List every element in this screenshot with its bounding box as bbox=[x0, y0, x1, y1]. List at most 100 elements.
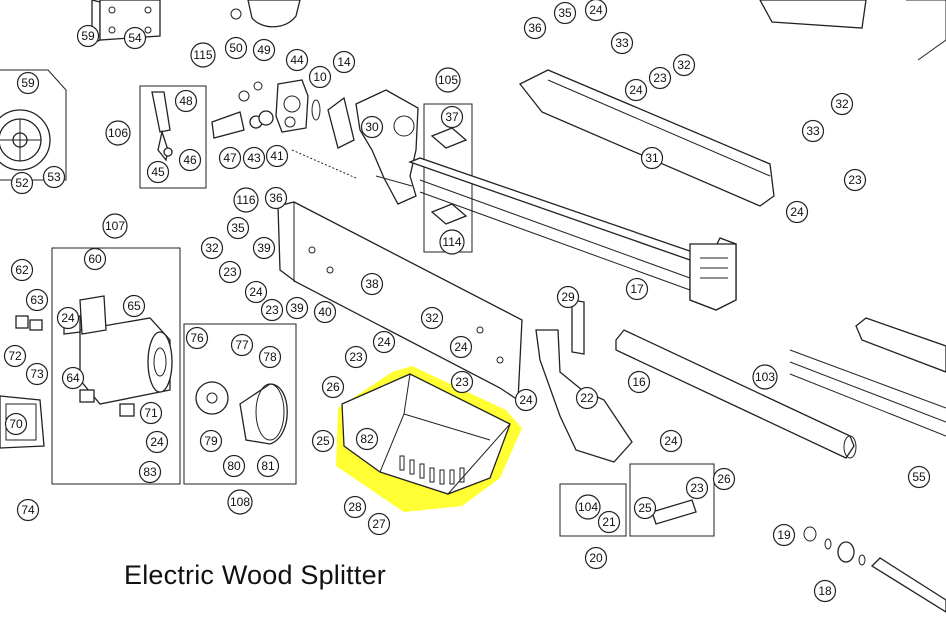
callout-circle bbox=[640, 146, 664, 170]
callout-40: 40 bbox=[313, 300, 337, 324]
callout-number: 82 bbox=[360, 432, 374, 446]
tray-82 bbox=[341, 373, 511, 495]
callout-circle bbox=[556, 285, 580, 309]
callout-24: 24 bbox=[659, 429, 683, 453]
callout-circle bbox=[190, 42, 216, 68]
callout-circle bbox=[801, 119, 825, 143]
callout-number: 49 bbox=[257, 43, 271, 57]
callout-number: 47 bbox=[223, 151, 237, 165]
callout-71: 71 bbox=[139, 401, 163, 425]
callout-10: 10 bbox=[308, 65, 332, 89]
callout-number: 25 bbox=[638, 501, 652, 515]
callout-number: 39 bbox=[257, 241, 271, 255]
callout-number: 24 bbox=[790, 205, 804, 219]
box-108 bbox=[183, 323, 297, 485]
callout-32: 32 bbox=[672, 53, 696, 77]
callout-circle bbox=[575, 494, 601, 520]
callout-25: 25 bbox=[633, 496, 657, 520]
callout-number: 20 bbox=[589, 551, 603, 565]
callout-107: 107 bbox=[102, 213, 128, 239]
callout-23: 23 bbox=[685, 476, 709, 500]
wheel-top bbox=[230, 0, 301, 28]
callout-79: 79 bbox=[199, 429, 223, 453]
callout-circle bbox=[42, 165, 66, 189]
callout-21: 21 bbox=[597, 510, 621, 534]
callout-48: 48 bbox=[174, 89, 198, 113]
callout-circle bbox=[624, 78, 648, 102]
callout-circle bbox=[435, 67, 461, 93]
callout-circle bbox=[123, 26, 147, 50]
callout-circle bbox=[102, 213, 128, 239]
callout-circle bbox=[439, 229, 465, 255]
callout-circle bbox=[355, 427, 379, 451]
callout-60: 60 bbox=[83, 247, 107, 271]
push-head bbox=[355, 89, 419, 205]
callout-circle bbox=[122, 294, 146, 318]
callout-20: 20 bbox=[584, 546, 608, 570]
callout-circle bbox=[226, 216, 250, 240]
callout-number: 44 bbox=[290, 53, 304, 67]
callout-number: 114 bbox=[442, 235, 461, 249]
callout-65: 65 bbox=[122, 294, 146, 318]
callout-number: 105 bbox=[438, 73, 458, 87]
callout-number: 78 bbox=[263, 350, 277, 364]
callout-circle bbox=[575, 386, 599, 410]
callout-55: 55 bbox=[907, 465, 931, 489]
callout-number: 31 bbox=[645, 151, 659, 165]
callout-circle bbox=[105, 120, 131, 146]
callout-47: 47 bbox=[218, 146, 242, 170]
callout-number: 104 bbox=[578, 500, 598, 514]
callout-circle bbox=[4, 412, 28, 436]
callout-circle bbox=[146, 160, 170, 184]
box-103 bbox=[629, 463, 715, 537]
callout-number: 26 bbox=[326, 380, 340, 394]
callout-number: 60 bbox=[88, 252, 102, 266]
callout-24: 24 bbox=[785, 200, 809, 224]
callout-number: 14 bbox=[337, 55, 351, 69]
callout-27: 27 bbox=[367, 512, 391, 536]
callout-circle bbox=[311, 429, 335, 453]
callout-number: 35 bbox=[558, 6, 572, 20]
callout-number: 106 bbox=[108, 126, 128, 140]
callout-24: 24 bbox=[244, 280, 268, 304]
callout-number: 32 bbox=[677, 58, 691, 72]
callout-30: 30 bbox=[360, 115, 384, 139]
callout-number: 39 bbox=[290, 301, 304, 315]
callout-24: 24 bbox=[449, 335, 473, 359]
callout-number: 59 bbox=[81, 29, 95, 43]
callout-number: 23 bbox=[349, 350, 363, 364]
callout-circle bbox=[224, 36, 248, 60]
callout-46: 46 bbox=[178, 148, 202, 172]
callout-number: 77 bbox=[235, 338, 249, 352]
callout-number: 21 bbox=[602, 515, 616, 529]
callout-circle bbox=[610, 31, 634, 55]
main-beam bbox=[408, 69, 775, 311]
part-62-63 bbox=[15, 315, 43, 331]
callout-81: 81 bbox=[256, 454, 280, 478]
callout-16: 16 bbox=[627, 370, 651, 394]
callout-circle bbox=[712, 467, 736, 491]
callout-26: 26 bbox=[712, 467, 736, 491]
callout-circle bbox=[138, 460, 162, 484]
callout-circle bbox=[244, 280, 268, 304]
callout-116: 116 bbox=[233, 187, 259, 213]
callout-62: 62 bbox=[10, 258, 34, 282]
callout-circle bbox=[285, 48, 309, 72]
callout-circle bbox=[178, 148, 202, 172]
callout-number: 108 bbox=[230, 495, 250, 509]
callout-82: 82 bbox=[355, 427, 379, 451]
callout-52: 52 bbox=[10, 171, 34, 195]
callout-circle bbox=[285, 296, 309, 320]
callout-number: 50 bbox=[229, 41, 243, 55]
callout-number: 59 bbox=[21, 76, 35, 90]
callout-73: 73 bbox=[25, 362, 49, 386]
callout-circle bbox=[449, 335, 473, 359]
callout-33: 33 bbox=[801, 119, 825, 143]
callout-number: 27 bbox=[372, 517, 386, 531]
callout-number: 25 bbox=[316, 434, 330, 448]
callout-number: 40 bbox=[318, 305, 332, 319]
callout-circle bbox=[199, 429, 223, 453]
callout-53: 53 bbox=[42, 165, 66, 189]
callout-number: 35 bbox=[231, 221, 245, 235]
callout-circle bbox=[584, 0, 608, 22]
